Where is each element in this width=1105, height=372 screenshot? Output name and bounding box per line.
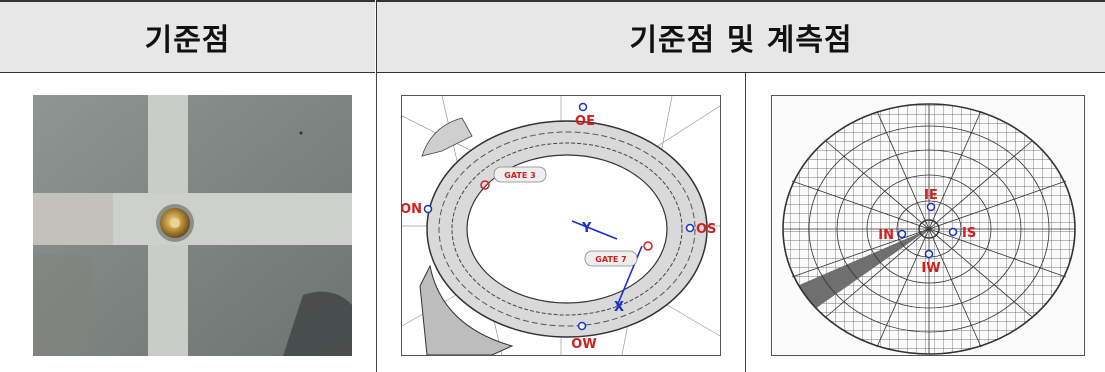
axis-y-label: Y xyxy=(581,221,592,236)
axis-x-label: X xyxy=(614,300,624,315)
point-is-label: IS xyxy=(962,226,976,241)
header-reference-and-measurement-points: 기준점 및 계측점 xyxy=(376,0,1105,73)
column-divider xyxy=(376,73,377,372)
point-ow-label: OW xyxy=(571,337,596,352)
point-os-label: OS xyxy=(696,222,716,237)
point-ie-label: IE xyxy=(924,188,938,203)
point-iw-label: IW xyxy=(921,261,940,276)
point-oe-label: OE xyxy=(575,114,595,129)
outer-ring-plan: Y X GATE 3 GATE 7 OE ON OS OW xyxy=(400,95,721,356)
radial-roof-plan: IE IN IS IW xyxy=(771,95,1085,356)
column-divider-inner xyxy=(745,73,746,372)
point-on-label: ON xyxy=(402,202,422,217)
gate-7-label: GATE 7 xyxy=(595,255,626,264)
header-reference-point: 기준점 xyxy=(0,0,375,73)
benchmark-photo xyxy=(33,95,352,356)
gate-3-label: GATE 3 xyxy=(504,171,535,180)
point-in-label: IN xyxy=(878,228,894,243)
